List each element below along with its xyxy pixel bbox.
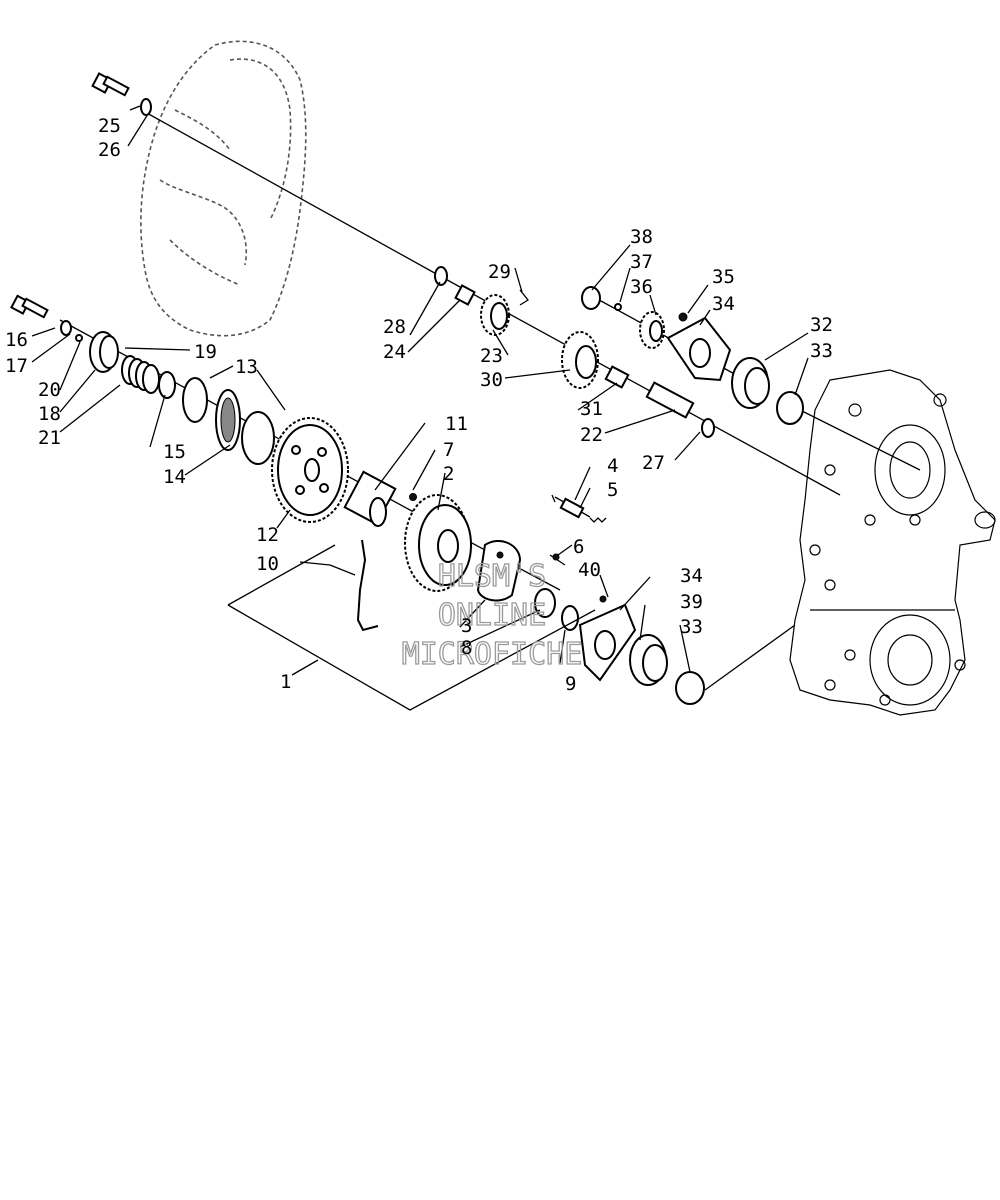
gear-36 [639,311,665,349]
gearcase-housing [789,369,996,716]
callout-35: 35 [712,266,735,288]
callout-20: 20 [38,379,61,401]
callout-31: 31 [580,398,603,420]
washer-9 [561,605,579,631]
callout-24: 24 [383,341,406,363]
callout-34-lower: 34 [680,565,703,587]
watermark-line-2: ONLINE [438,598,546,633]
callout-34-upper: 34 [712,293,735,315]
callout-30: 30 [480,369,503,391]
callout-23: 23 [480,345,503,367]
callout-29: 29 [488,261,511,283]
callout-10: 10 [256,553,279,575]
callout-40: 40 [578,559,601,581]
callout-14: 14 [163,466,186,488]
callout-17: 17 [5,355,28,377]
washer-27 [701,418,715,438]
gear-cover-housing [140,40,307,337]
callout-9: 9 [565,673,576,695]
screw-40 [599,595,607,603]
ring-33-upper [776,391,804,425]
callout-33-lower: 33 [680,616,703,638]
screw-35 [678,312,688,322]
bushing-24 [454,284,476,306]
callout-28: 28 [383,316,406,338]
callout-26: 26 [98,139,121,161]
callout-8: 8 [461,637,472,659]
washer-20 [75,334,83,342]
callout-13: 13 [235,356,258,378]
callout-6: 6 [573,536,584,558]
leader-lines [31,105,809,673]
hub-18 [89,331,119,373]
ring-15 [158,371,176,399]
bushing-31 [604,365,630,389]
callout-27: 27 [642,452,665,474]
callout-32: 32 [810,314,833,336]
bolt-25 [91,72,130,97]
watermark-line-1: HLSM'S [438,559,546,594]
bearing-32 [731,357,770,409]
washer-17 [60,320,72,336]
screw-6 [552,553,560,561]
gear-30 [561,331,599,389]
callout-36: 36 [630,276,653,298]
callout-2: 2 [443,463,454,485]
callout-5: 5 [607,479,618,501]
callout-15: 15 [163,441,186,463]
sprocket-23 [480,294,510,336]
callout-25: 25 [98,115,121,137]
pin-4 [559,497,585,519]
callout-19: 19 [194,341,217,363]
callout-39: 39 [680,591,703,613]
callout-4: 4 [607,455,618,477]
callout-21: 21 [38,427,61,449]
chain-10 [356,539,379,632]
callout-22: 22 [580,424,603,446]
callout-12: 12 [256,524,279,546]
callout-37: 37 [630,251,653,273]
bevel-gear-14 [215,389,241,451]
cam-3 [476,540,522,602]
bolt-16 [10,294,49,319]
washer-19 [182,377,208,423]
spring-21 [121,355,160,394]
assembly-1-bracket [227,494,596,711]
callout-1: 1 [280,671,291,693]
callout-11: 11 [445,413,468,435]
callout-33-upper: 33 [810,340,833,362]
bearing-39 [629,634,668,686]
callout-38: 38 [630,226,653,248]
washer-37 [614,303,622,311]
callout-labels: 1 2 3 4 5 6 7 8 9 10 11 12 13 14 15 16 1… [5,115,833,695]
shaft-22 [645,381,695,419]
bushing-38 [581,286,601,310]
washer-13 [241,411,275,465]
key-29 [519,289,529,306]
watermark-line-3: MICROFICHE [402,637,583,672]
sprocket-12 [271,417,349,523]
spline-collar-11 [343,470,397,527]
watermark: HLSM'S ONLINE MICROFICHE [401,558,583,672]
gear-2 [404,494,472,592]
washer-28 [434,266,448,286]
callout-18: 18 [38,403,61,425]
spring-5 [589,517,607,523]
callout-16: 16 [5,329,28,351]
screw-7 [409,493,417,501]
ring-33-lower [675,671,705,705]
callout-7: 7 [443,439,454,461]
callout-3: 3 [461,615,472,637]
washer-26 [140,98,152,116]
